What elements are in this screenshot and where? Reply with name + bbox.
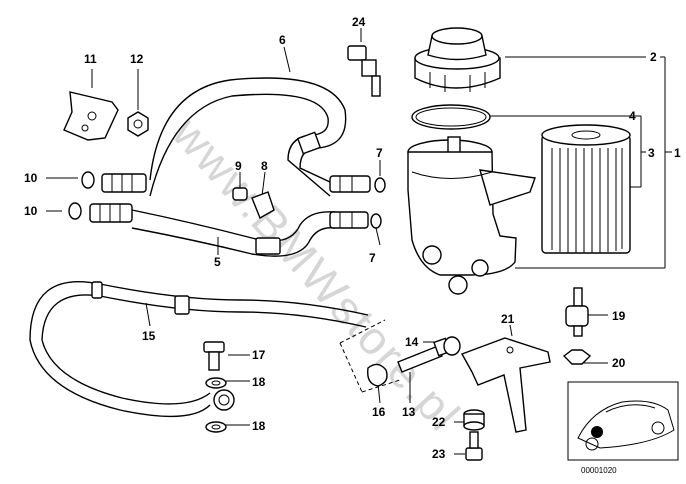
label-9: 9: [235, 159, 242, 173]
washer: [370, 213, 382, 229]
breather-hose: [29, 280, 369, 418]
label-7b: 7: [369, 251, 376, 265]
sleeve: [232, 187, 248, 201]
label-21: 21: [501, 312, 515, 326]
nut: [562, 349, 592, 365]
label-18b: 18: [252, 419, 266, 433]
seal-ring: [443, 336, 461, 356]
hose-upper: [149, 77, 347, 197]
washer: [205, 421, 227, 433]
car-thumbnail: [567, 381, 679, 461]
label-5: 5: [214, 255, 221, 269]
ref-code: 00001020: [581, 466, 617, 475]
label-10b: 10: [24, 204, 38, 218]
label-1: 1: [674, 146, 681, 160]
filter-element: [541, 124, 631, 254]
label-4: 4: [629, 109, 636, 123]
label-12: 12: [130, 52, 144, 66]
label-17: 17: [252, 348, 266, 362]
grommet: [463, 409, 485, 431]
label-22: 22: [432, 415, 446, 429]
label-14: 14: [405, 335, 419, 349]
hose-clamp: [367, 363, 388, 387]
label-6: 6: [279, 33, 286, 47]
label-11: 11: [84, 52, 97, 66]
filter-cap: [414, 27, 501, 92]
rubber-mount: [565, 287, 589, 337]
leader-lines: [46, 28, 672, 455]
bracket: [460, 337, 551, 433]
label-16: 16: [372, 405, 386, 419]
label-19: 19: [612, 309, 626, 323]
clamp: [63, 91, 119, 141]
part-labels: 1 2 3 4 5 6 7 7 8 9 10 10 11 12 13 14 15…: [24, 15, 681, 461]
sensor: [347, 45, 381, 97]
washer: [81, 171, 95, 189]
label-7a: 7: [376, 146, 383, 160]
label-15: 15: [142, 329, 156, 343]
hose-fittings: [89, 173, 371, 255]
nut: [127, 111, 149, 137]
banjo-bolt: [203, 341, 225, 371]
label-2: 2: [650, 50, 657, 64]
bolt: [465, 431, 483, 461]
o-ring: [411, 104, 491, 130]
label-23: 23: [432, 447, 446, 461]
washer: [205, 377, 227, 389]
label-20: 20: [612, 356, 626, 370]
label-3: 3: [648, 146, 655, 160]
label-24: 24: [352, 15, 366, 29]
washer: [374, 177, 386, 193]
label-13: 13: [402, 405, 416, 419]
clip: [251, 191, 275, 220]
label-10a: 10: [24, 171, 38, 185]
filter-housing: [407, 136, 536, 295]
label-18a: 18: [252, 375, 266, 389]
location-dot: [591, 426, 603, 438]
washer: [68, 202, 82, 220]
label-8: 8: [261, 159, 268, 173]
